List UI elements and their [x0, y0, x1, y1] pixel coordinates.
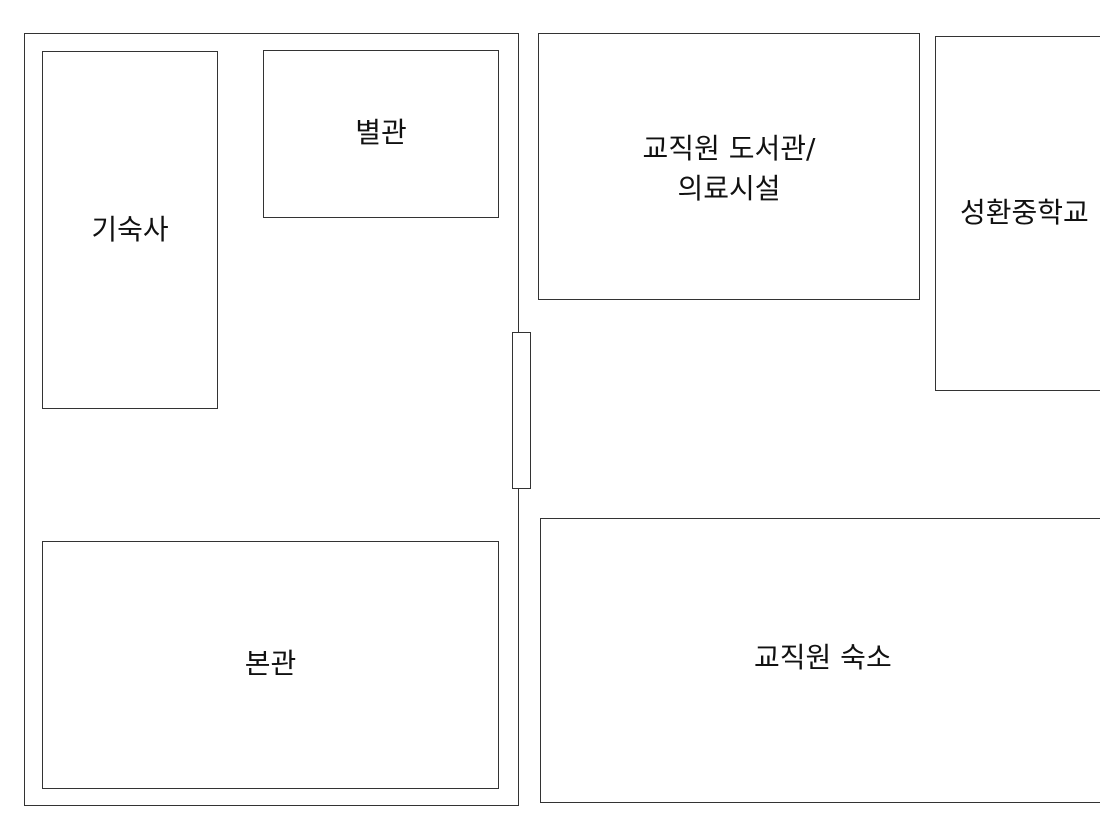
- annex-label: 별관: [355, 116, 407, 149]
- building-middle-school[interactable]: 성환중학교: [935, 36, 1100, 391]
- dormitory-label: 기숙사: [91, 213, 169, 246]
- gate[interactable]: [512, 332, 531, 489]
- middle-school-label: 성환중학교: [960, 196, 1089, 229]
- staff-library-medical-line1: 교직원 도서관/: [642, 132, 816, 165]
- building-staff-library-medical[interactable]: 교직원 도서관/ 의료시설: [538, 33, 920, 300]
- main-hall-label: 본관: [244, 647, 297, 680]
- staff-library-medical-label: 교직원 도서관/ 의료시설: [539, 129, 919, 209]
- building-dormitory[interactable]: 기숙사: [42, 51, 218, 409]
- building-main-hall[interactable]: 본관: [42, 541, 499, 789]
- building-annex[interactable]: 별관: [263, 50, 499, 218]
- staff-housing-label: 교직원 숙소: [754, 641, 892, 674]
- staff-library-medical-line2: 의료시설: [677, 172, 781, 205]
- building-staff-housing[interactable]: 교직원 숙소: [540, 518, 1100, 803]
